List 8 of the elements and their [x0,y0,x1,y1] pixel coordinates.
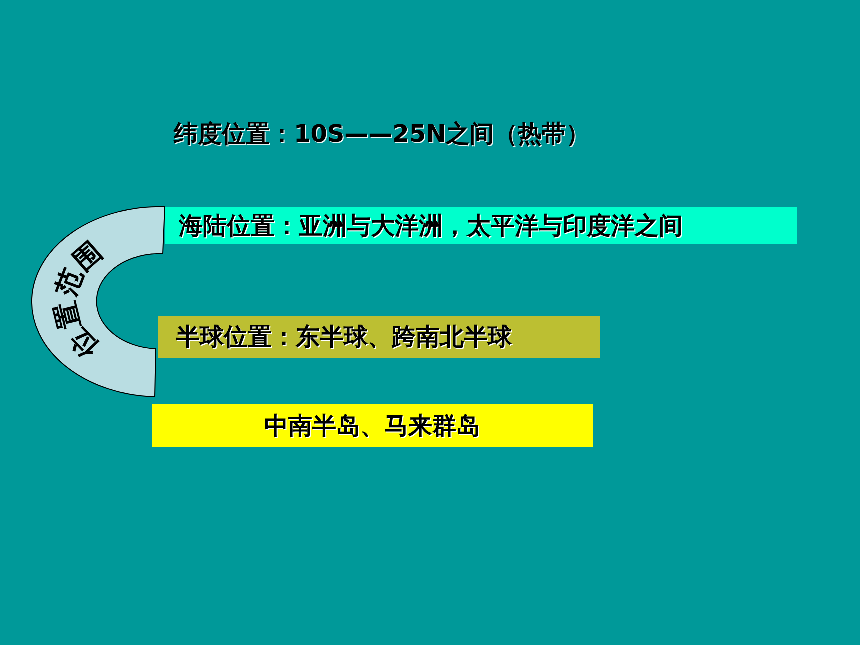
text-banner [165,207,797,244]
text-banner [152,404,593,447]
banner-text: 半球位置：东半球、跨南北半球 [176,325,512,349]
text-banner [158,316,600,358]
banner-text: 海陆位置：亚洲与大洋洲，太平洋与印度洋之间 [179,214,683,238]
arc-title: 位置范围 [50,236,110,364]
banner-text: 中南半岛、马来群岛 [264,414,480,438]
latitude-note: 纬度位置：10S——25N之间（热带） [174,122,590,146]
